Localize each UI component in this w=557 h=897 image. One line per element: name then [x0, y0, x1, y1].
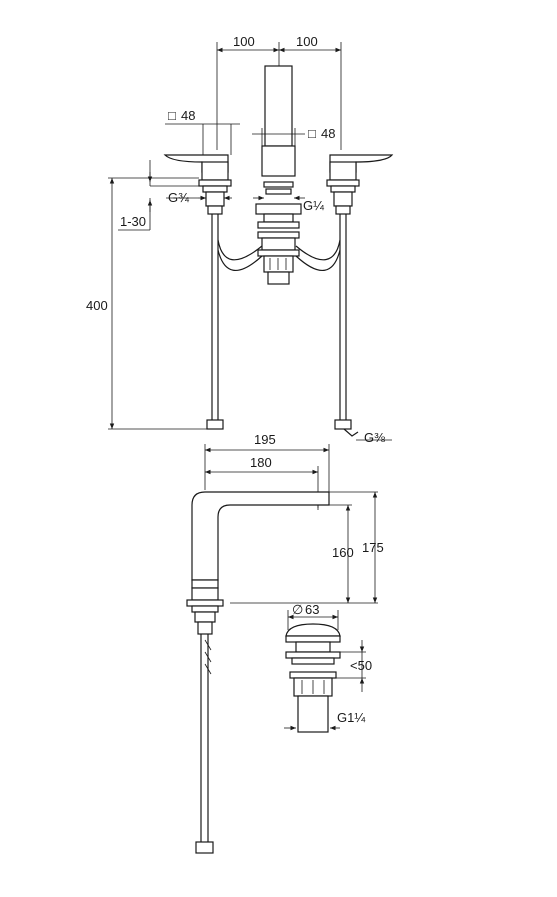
central-flange: [255, 203, 302, 215]
label-lt-50: <50: [350, 658, 372, 673]
label-g14: G¼: [303, 198, 324, 213]
label-1-30: 1-30: [120, 214, 146, 229]
label-160: 160: [332, 545, 354, 560]
spout-side-profile: [191, 491, 330, 581]
label-63: 63: [305, 602, 319, 617]
label-100-left: 100: [233, 34, 255, 49]
left-handle-body: [201, 161, 229, 181]
right-g38-fitting: [343, 428, 359, 437]
label-100-right: 100: [296, 34, 318, 49]
right-handle-body: [329, 161, 357, 181]
label-175: 175: [362, 540, 384, 555]
waste-cap: [285, 623, 341, 637]
left-supply-connector: [206, 419, 224, 430]
label-spout-48: 48: [321, 126, 335, 141]
label-g38: G⅜: [364, 430, 385, 445]
side-elevation: [186, 444, 378, 854]
front-elevation: [108, 42, 394, 441]
label-180: 180: [250, 455, 272, 470]
label-195: 195: [254, 432, 276, 447]
square-symbol-handle: □: [168, 108, 176, 123]
label-g114: G1¼: [337, 710, 365, 725]
label-handle-48: 48: [181, 108, 195, 123]
diameter-symbol: ∅: [292, 602, 303, 617]
spout-column: [264, 65, 293, 147]
label-400: 400: [86, 298, 108, 313]
square-symbol-spout: □: [308, 126, 316, 141]
side-supply-connector: [195, 841, 214, 854]
central-waste-body: [263, 255, 294, 273]
label-g34: G¾: [168, 190, 189, 205]
right-supply-connector: [334, 419, 352, 430]
waste-flange: [285, 651, 341, 659]
waste-tail: [297, 695, 329, 733]
spout-base: [261, 145, 296, 177]
